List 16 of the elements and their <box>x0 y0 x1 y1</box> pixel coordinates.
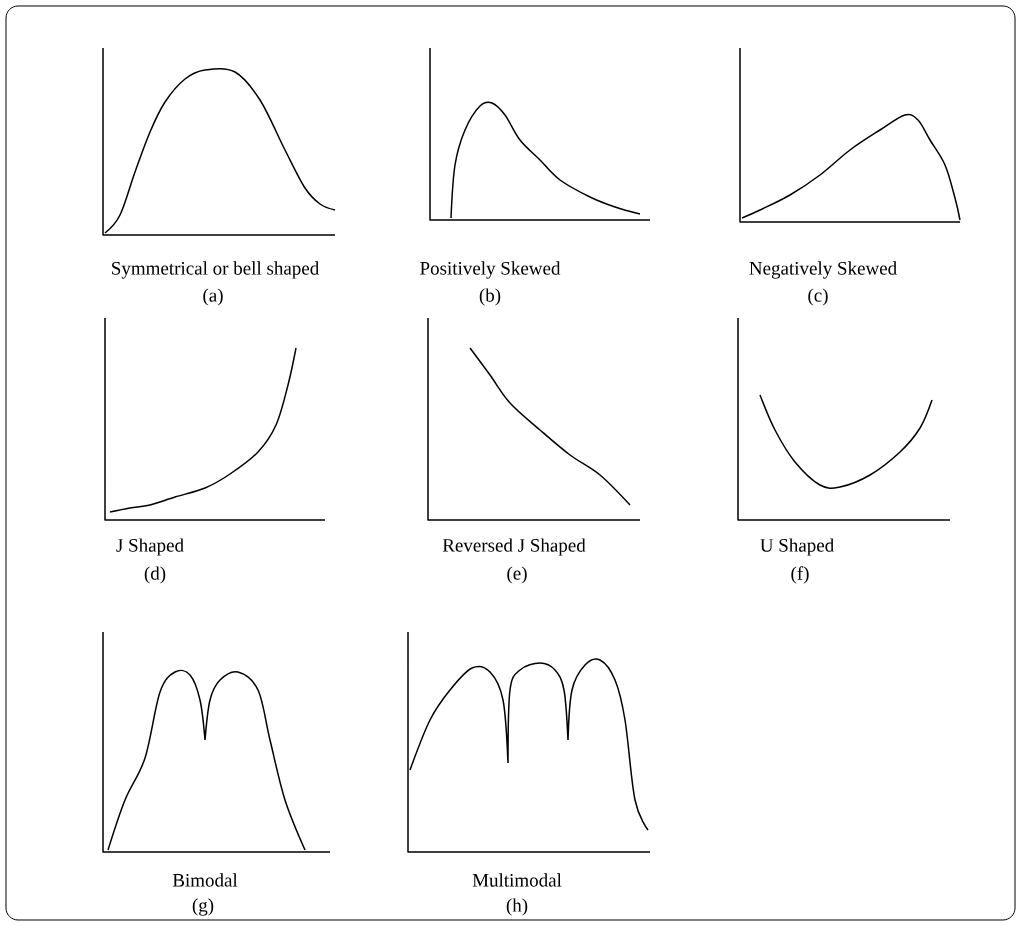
panel-letter: (f) <box>791 566 809 584</box>
curve-caption: U Shaped <box>760 538 834 556</box>
curve-caption: Bimodal <box>172 873 238 887</box>
panel-letter: (c) <box>808 288 828 306</box>
curve-caption: Symmetrical or bell shaped <box>112 261 319 279</box>
panel-letter: (e) <box>507 566 527 584</box>
panel-letter: (b) <box>479 288 501 306</box>
panel-letter: (a) <box>203 288 223 306</box>
curve-caption: Multimodal <box>472 873 562 887</box>
panel-letter: (h) <box>506 898 528 916</box>
curve-caption: Negatively Skewed <box>749 261 897 279</box>
panel-letter: (d) <box>144 566 166 584</box>
curve-caption: J Shaped <box>116 538 184 556</box>
panel-letter: (g) <box>192 898 214 916</box>
curve-caption: Positively Skewed <box>420 261 561 279</box>
curve-caption: Reversed J Shaped <box>442 538 586 556</box>
